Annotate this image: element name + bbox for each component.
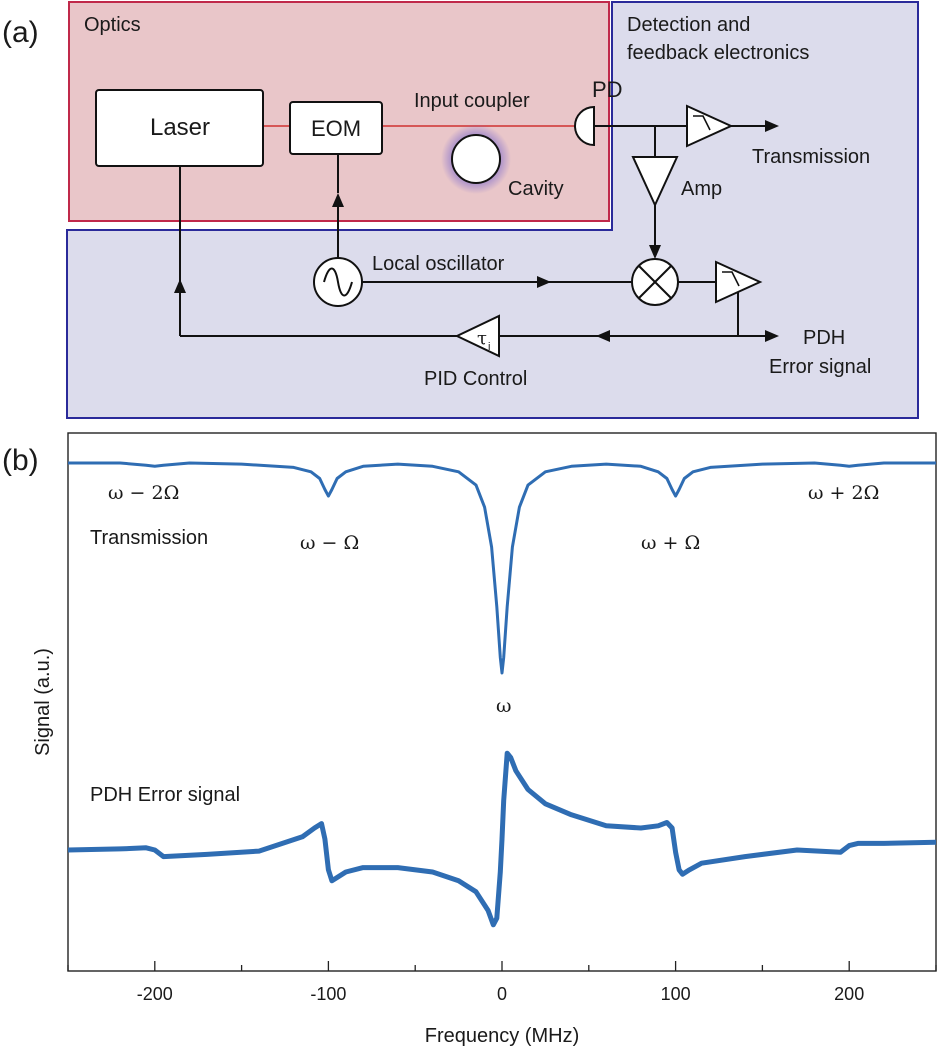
arrow-icon [649,245,661,259]
amplifier-icon [631,156,679,208]
x-tick-label: 100 [661,984,691,1004]
annotation-w: ω [496,695,512,717]
amp-label: Amp [681,178,722,200]
detection-electronics-region [66,1,919,419]
panel-a-label: (a) [2,16,39,49]
cavity-label: Cavity [508,178,564,200]
arrow-icon [765,120,779,132]
panel-b-label: (b) [2,444,39,477]
pid-tau-subscript: i [488,341,490,353]
annotation-w-plus-omega: ω + Ω [641,532,700,554]
eom-box [289,101,383,155]
x-axis-label: Frequency (MHz) [425,1025,579,1047]
transmission-curve-label: Transmission [90,527,208,549]
series-layer [68,461,936,928]
local-oscillator-label: Local oscillator [372,253,505,275]
optics-title: Optics [84,14,141,36]
annotation-w-minus-2omega: ω − 2Ω [108,482,179,504]
x-tick-label: -100 [310,984,346,1004]
transmission-output-label: Transmission [752,146,870,168]
sine-wave-icon [313,257,363,307]
pdh-output-label-line2: Error signal [769,356,871,378]
laser-label: Laser [150,114,210,141]
arrow-icon [537,276,551,288]
pid-controller-icon [454,314,500,358]
y-axis-label: Signal (a.u.) [32,648,54,756]
x-tick-label: -200 [137,984,173,1004]
pid-control-label: PID Control [424,368,527,390]
pid-tau-symbol: τ [477,328,487,349]
arrow-icon [174,279,186,293]
lowpass-filter-icon [686,104,734,148]
x-tick-label: 200 [834,984,864,1004]
annotation-w-plus-2omega: ω + 2Ω [808,482,879,504]
transmission-series-line [68,461,936,675]
pdh-error-series-line [68,750,936,928]
arrow-icon [332,193,344,207]
arrow-icon [765,330,779,342]
pdh-output-label-line1: PDH [803,327,845,349]
pd-label: PD [592,77,623,102]
mixer-icon [631,258,679,306]
x-tick-label: 0 [497,984,507,1004]
detection-title-line1: Detection and [627,14,750,36]
cavity-icon [451,134,501,184]
eom-label: EOM [311,116,361,141]
input-coupler-label: Input coupler [414,90,530,112]
photodiode-icon [574,105,595,147]
detection-title-line2: feedback electronics [627,42,809,64]
arrow-icon [596,330,610,342]
annotation-w-minus-omega: ω − Ω [300,532,359,554]
pdh-curve-label: PDH Error signal [90,784,240,806]
x-axis: -200 -100 0 100 200 [67,961,937,1004]
